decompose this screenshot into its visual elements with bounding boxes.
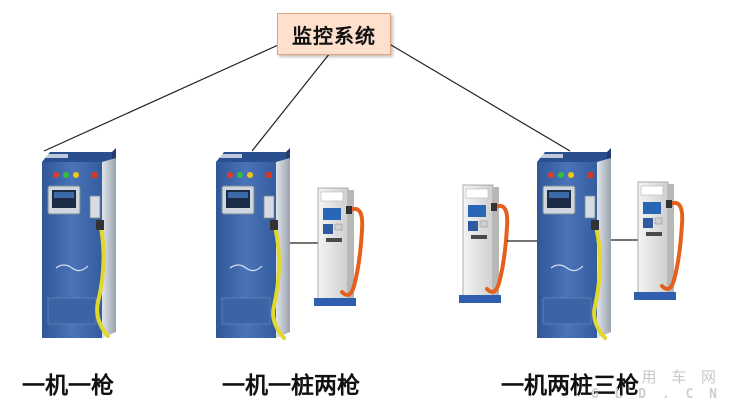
link-root-to-charger-3 [385, 41, 571, 152]
watermark-text-top: 用 车 网 [641, 368, 721, 386]
charging-cable [271, 220, 286, 340]
charging-post-icon [313, 187, 365, 307]
charging-cable [592, 220, 607, 340]
link-root-to-charger-1 [43, 40, 288, 152]
monitoring-system-node: 监控系统 [277, 13, 391, 55]
gun-cable [340, 207, 365, 297]
charging-post-icon [458, 184, 510, 304]
charger-cabinet-icon [41, 147, 117, 339]
gun-cable [660, 201, 685, 291]
charger-cabinet-icon [215, 147, 291, 340]
config-label-single-gun: 一机一枪 [22, 373, 114, 399]
gun-cable [485, 204, 510, 294]
watermark-text-bottom: G L D . C N [590, 387, 721, 402]
monitoring-system-label: 监控系统 [292, 23, 376, 48]
watermark: 用 车 网 G L D . C N [560, 366, 725, 408]
charger-cabinet-icon [536, 147, 612, 340]
config-label-two-posts-three-guns: 一机两桩三枪 [501, 373, 639, 399]
link-root-to-charger-2 [251, 52, 331, 152]
charging-post-icon [633, 181, 685, 301]
config-label-one-post-two-guns: 一机一桩两枪 [222, 373, 360, 399]
charging-cable [95, 220, 110, 338]
